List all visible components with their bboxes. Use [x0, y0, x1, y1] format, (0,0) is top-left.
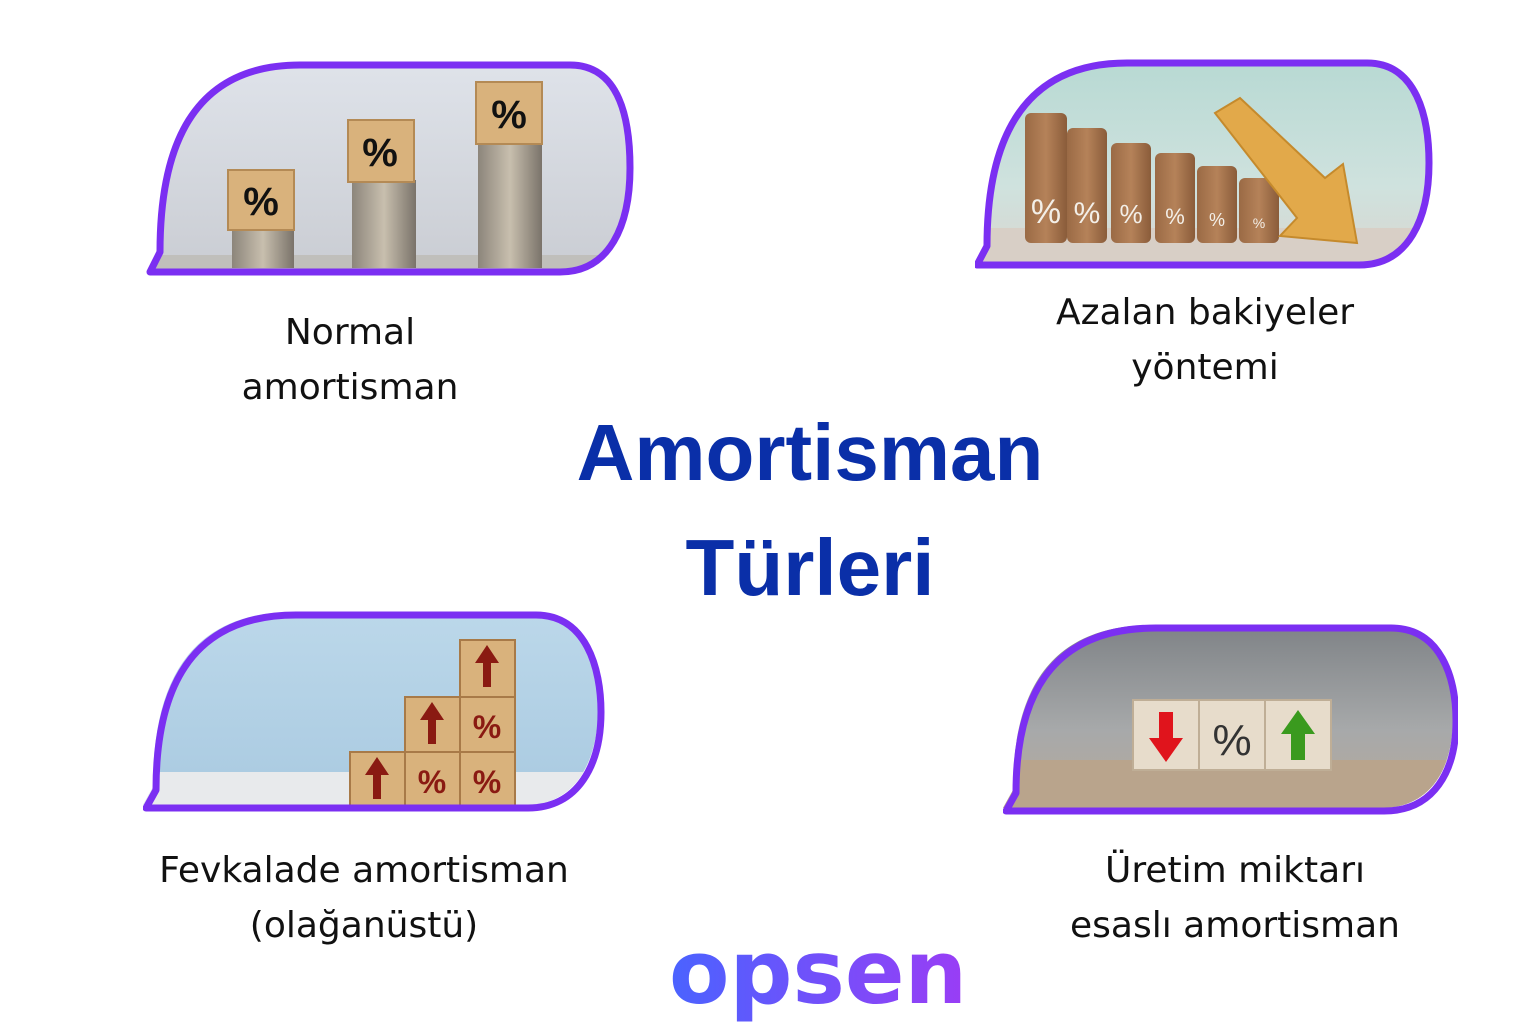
- svg-text:%: %: [243, 180, 279, 224]
- opsen-logo: opsen: [664, 925, 964, 1025]
- svg-text:%: %: [1165, 204, 1185, 229]
- svg-text:%: %: [473, 764, 501, 800]
- caption-azalan: Azalan bakiyeler yöntemi: [980, 285, 1430, 395]
- card-uretim: %: [1003, 620, 1458, 820]
- svg-text:%: %: [1209, 210, 1225, 230]
- percent-blocks-up-arrows-icon: % % %: [143, 611, 605, 812]
- caption-line: Fevkalade amortisman: [159, 850, 569, 891]
- svg-text:%: %: [1253, 215, 1265, 231]
- svg-text:%: %: [491, 93, 527, 137]
- page-title: Amortisman Türleri: [460, 395, 1160, 625]
- svg-text:%: %: [362, 131, 398, 175]
- svg-text:%: %: [473, 709, 501, 745]
- svg-text:%: %: [1119, 199, 1142, 229]
- svg-text:%: %: [1212, 716, 1251, 765]
- logo-text: opsen: [669, 925, 964, 1024]
- caption-line: Üretim miktarı: [1104, 850, 1366, 891]
- card-fevkalade: % % %: [143, 607, 608, 817]
- caption-normal: Normal amortisman: [150, 305, 550, 415]
- caption-line: (olağanüstü): [249, 905, 479, 946]
- title-line: Amortisman: [576, 408, 1044, 497]
- svg-text:%: %: [1074, 197, 1101, 230]
- svg-text:%: %: [1031, 193, 1061, 231]
- caption-line: Azalan bakiyeler: [1055, 292, 1355, 333]
- title-line: Türleri: [685, 523, 935, 612]
- percent-up-down-blocks-icon: %: [1003, 624, 1458, 815]
- caption-line: Normal: [284, 312, 416, 353]
- coin-stacks-percent-icon: % % %: [146, 61, 634, 276]
- decreasing-percent-arrow-icon: % % % % % %: [975, 59, 1433, 269]
- opsen-logo-icon: opsen: [669, 925, 964, 1024]
- caption-line: esaslı amortisman: [1070, 905, 1400, 946]
- caption-uretim: Üretim miktarı esaslı amortisman: [1010, 843, 1460, 953]
- caption-fevkalade: Fevkalade amortisman (olağanüstü): [134, 843, 594, 953]
- caption-line: amortisman: [241, 367, 459, 408]
- card-normal: % % %: [0, 0, 640, 290]
- card-azalan: % % % % % %: [975, 58, 1435, 273]
- caption-line: yöntemi: [1131, 347, 1279, 388]
- svg-text:%: %: [418, 764, 446, 800]
